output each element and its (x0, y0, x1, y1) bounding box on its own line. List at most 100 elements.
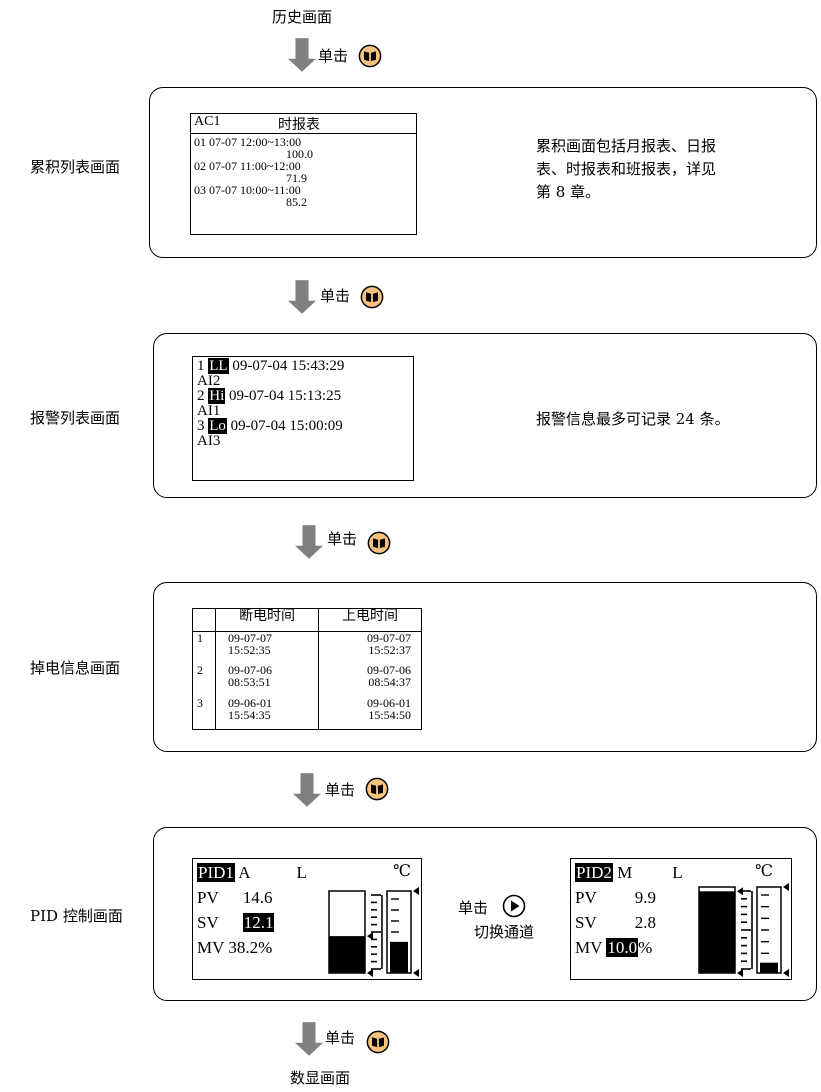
switch-channel-text: 切换通道 (474, 923, 535, 941)
alarm-channel: AI1 (197, 403, 221, 419)
accum-divider (191, 133, 416, 134)
history-button-icon[interactable] (358, 44, 382, 68)
pid2-name: PID2 (575, 863, 613, 882)
history-button-icon[interactable] (360, 285, 384, 309)
pid1-mv: 38.2% (228, 938, 273, 957)
down-arrow-icon (295, 1022, 323, 1056)
alarm-list-label: 报警列表画面 (30, 409, 121, 427)
pid2-range: L (672, 863, 683, 882)
on-time: 08:54:37 (368, 675, 411, 690)
pid2-mode: M (617, 863, 633, 882)
pid1-mode: A (238, 863, 251, 882)
corner-marker (783, 883, 789, 891)
on-date: 09-06-01 (367, 695, 411, 710)
alarm-channel: AI2 (197, 373, 221, 389)
alarm-entry: 1 LL 09-07-04 15:43:29 (197, 358, 345, 374)
accum-entry-value: 100.0 (286, 147, 313, 161)
pv-label: PV (575, 888, 597, 907)
alarm-channel: AI3 (197, 433, 221, 449)
pid2-sv: 2.8 (634, 913, 656, 932)
alarm-description: 报警信息最多可记录 24 条。 (536, 410, 730, 428)
pid1-name: PID1 (197, 863, 235, 882)
history-screen-label: 历史画面 (272, 8, 333, 26)
record-num: 2 (193, 664, 216, 697)
digital-display-label: 数显画面 (290, 1069, 351, 1087)
alarm-lcd-screen: 1 LL 09-07-04 15:43:29 AI2 2 Hi 09-07-04… (192, 356, 414, 481)
pid1-sv: 12.1 (242, 913, 275, 932)
alarm-num: 2 (197, 388, 205, 404)
on-date: 09-07-07 (367, 630, 411, 645)
click-text: 单击 (325, 781, 356, 799)
alarm-time: 09-07-04 15:13:25 (229, 388, 342, 404)
history-button-icon[interactable] (366, 1030, 390, 1054)
down-arrow-icon (293, 773, 321, 807)
on-time: 15:52:37 (368, 642, 411, 657)
corner-marker (413, 887, 419, 895)
click-text: 单击 (325, 1029, 356, 1047)
alarm-num: 3 (197, 418, 205, 434)
alarm-time: 09-07-04 15:00:09 (230, 418, 343, 434)
alarm-time: 09-07-04 15:43:29 (232, 358, 345, 374)
corner-marker (737, 969, 743, 977)
alarm-entries: 1 LL 09-07-04 15:43:29 AI2 2 Hi 09-07-04… (197, 358, 345, 449)
col-power-on: 上电时间 (318, 609, 421, 632)
sv-pointer (737, 887, 743, 896)
pid2-gauge (698, 883, 789, 977)
accum-entry-line: 03 07-07 10:00~11:00 (194, 183, 301, 197)
off-time: 08:53:51 (228, 675, 271, 690)
accum-entry-line: 02 07-07 11:00~12:00 (194, 159, 301, 173)
off-date: 09-07-06 (228, 663, 272, 678)
alarm-tag-badge: Hi (208, 388, 226, 404)
play-button-icon[interactable] (502, 894, 526, 918)
accum-list-panel: AC1 时报表 01 07-07 12:00~13:00 100.0 02 07… (149, 87, 817, 258)
unit-celsius: ℃ (755, 863, 773, 880)
corner-marker (367, 969, 373, 977)
alarm-num: 1 (197, 358, 205, 374)
pid-control-label: PID 控制画面 (30, 907, 123, 925)
record-num: 3 (193, 697, 216, 729)
pv-bar-fill (329, 936, 365, 973)
off-date: 09-07-07 (228, 630, 272, 645)
mv-label: MV (197, 938, 225, 957)
accum-desc-line: 第 8 章。 (536, 183, 601, 201)
accum-entries: 01 07-07 12:00~13:00 100.0 02 07-07 11:0… (194, 136, 313, 208)
corner-marker (413, 969, 419, 977)
accum-entry-line: 01 07-07 12:00~13:00 (194, 135, 302, 149)
down-arrow-icon (295, 525, 323, 559)
down-arrow-icon (288, 38, 316, 72)
pid2-mv-unit: % (638, 938, 653, 957)
accum-entry-value: 85.2 (286, 195, 307, 209)
accum-desc-line: 累积画面包括月报表、日报 (536, 137, 717, 155)
pv-label: PV (197, 888, 219, 907)
alarm-entry: 2 Hi 09-07-04 15:13:25 (197, 388, 344, 404)
accum-description: 累积画面包括月报表、日报 表、时报表和班报表，详见 第 8 章。 (536, 135, 716, 204)
accum-desc-line: 表、时报表和班报表，详见 (536, 160, 717, 178)
pv-bar-fill (699, 891, 735, 973)
power-info-label: 掉电信息画面 (30, 659, 121, 677)
sv-pointer (367, 932, 373, 941)
accum-title: 时报表 (278, 117, 320, 133)
alarm-list-panel: 1 LL 09-07-04 15:43:29 AI2 2 Hi 09-07-04… (153, 333, 817, 498)
accum-entry-value: 71.9 (286, 171, 307, 185)
corner-marker (783, 969, 789, 977)
unit-celsius: ℃ (393, 863, 411, 880)
col-power-off: 断电时间 (215, 609, 320, 632)
click-text: 单击 (320, 287, 351, 305)
history-button-icon[interactable] (367, 531, 391, 555)
off-date: 09-06-01 (228, 695, 272, 710)
history-button-icon[interactable] (365, 777, 389, 801)
mv-label: MV (575, 938, 603, 957)
sv-label: SV (197, 913, 219, 932)
pid2-mv: 10.0 (606, 938, 639, 957)
accum-id: AC1 (194, 114, 221, 129)
sv-label: SV (575, 913, 597, 932)
